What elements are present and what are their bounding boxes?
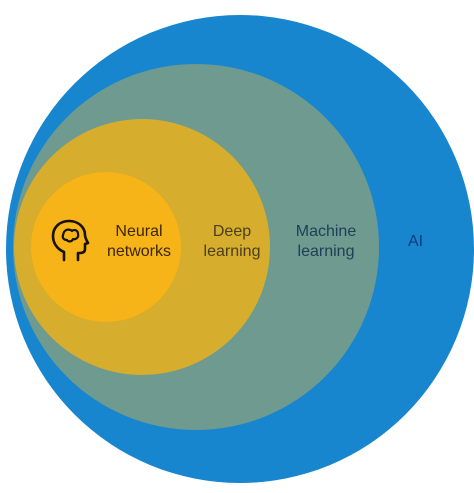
neural-networks-circle — [31, 172, 181, 322]
neural-networks-label-line-2: networks — [106, 243, 172, 260]
ai-label-line-1: AI — [408, 233, 424, 250]
machine-learning-label: Machine learning — [286, 222, 366, 262]
deep-learning-label-line-1: Deep — [212, 223, 252, 240]
neural-networks-label-line-1: Neural — [115, 223, 163, 240]
deep-learning-label-line-2: learning — [203, 243, 261, 260]
ai-label: AI — [408, 232, 423, 252]
machine-learning-label-line-2: learning — [297, 243, 355, 260]
neural-networks-label: Neural networks — [100, 222, 178, 262]
machine-learning-label-line-1: Machine — [295, 223, 357, 240]
human-head-icon — [51, 219, 90, 262]
deep-learning-label: Deep learning — [196, 222, 268, 262]
